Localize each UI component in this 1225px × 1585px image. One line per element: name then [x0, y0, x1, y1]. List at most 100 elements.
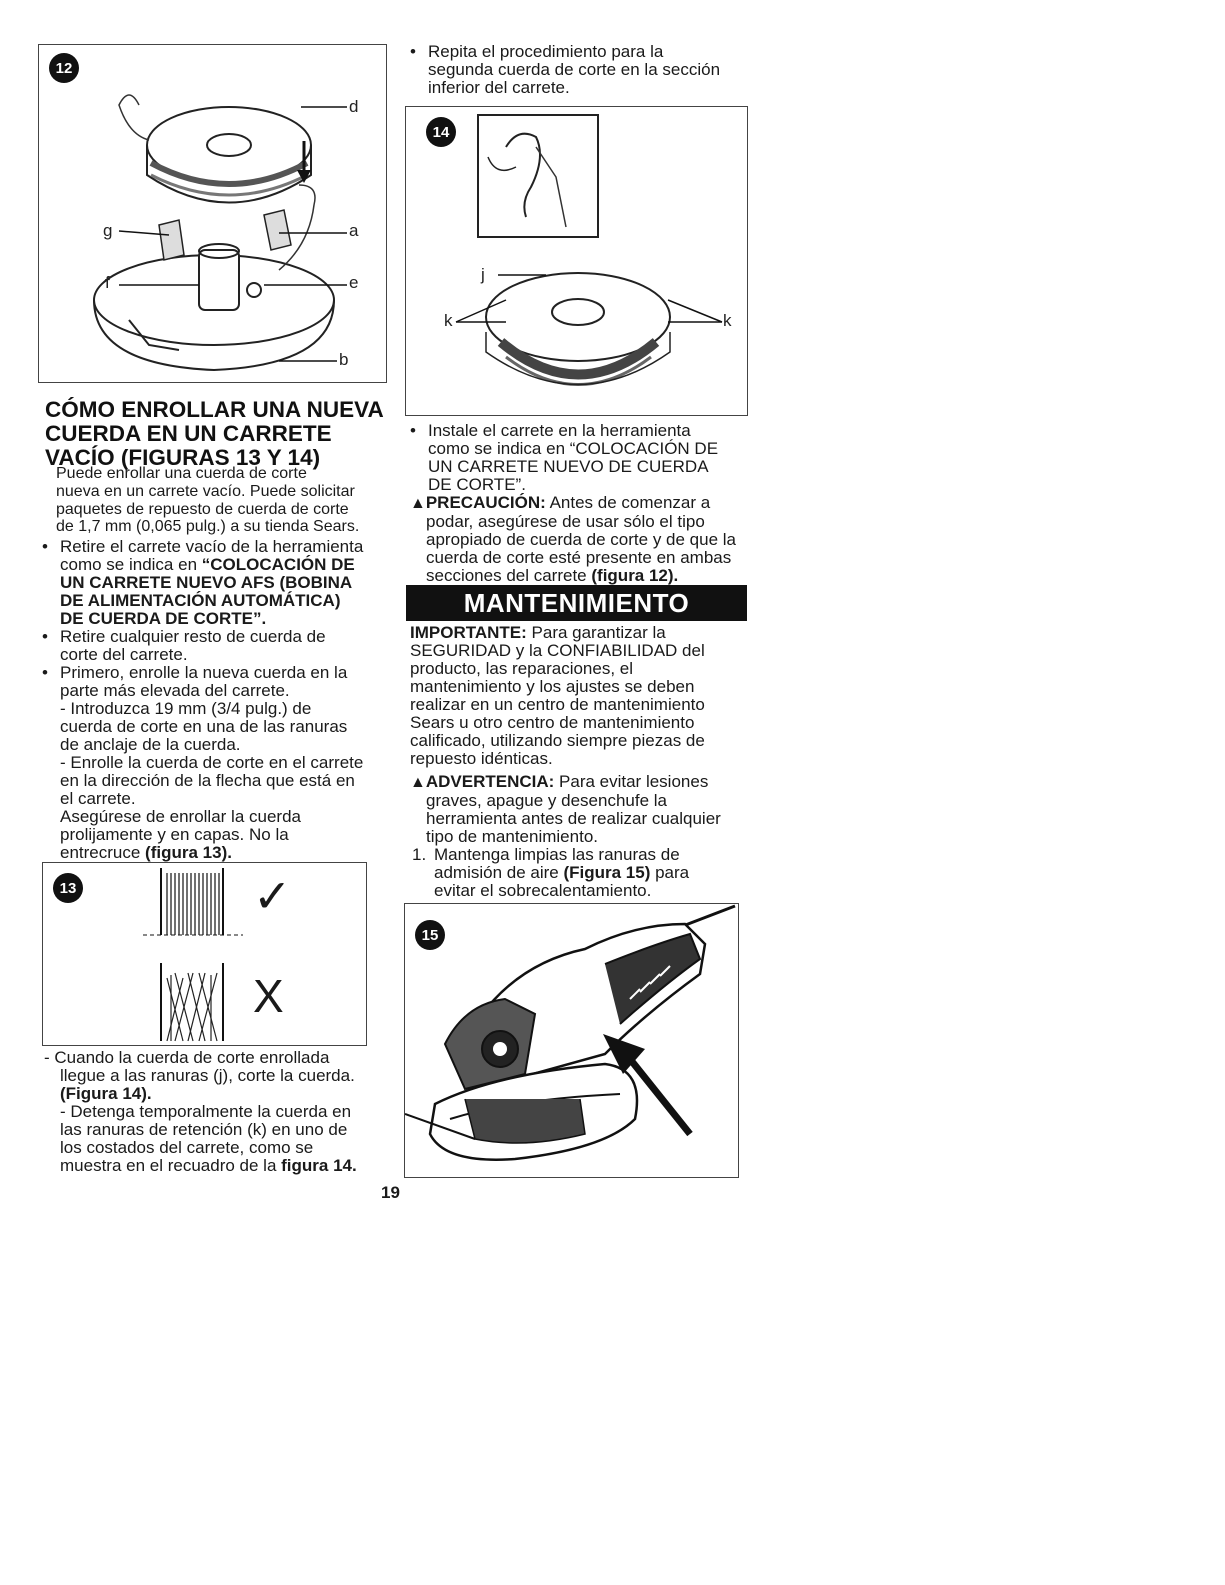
text-line: IMPORTANTE: Para garantizar la [410, 623, 666, 642]
text-line: ▲PRECAUCIÓN: Antes de comenzar a [410, 493, 711, 513]
trimmer-air-vents-illustration [405, 904, 736, 1161]
title-line: CUERDA EN UN CARRETE [45, 421, 332, 446]
text-line: inferior del carrete. [428, 78, 570, 97]
title-line: CÓMO ENROLLAR UNA NUEVA [45, 397, 384, 422]
text-line: tipo de mantenimiento. [426, 827, 598, 846]
text-line: UN CARRETE NUEVO AFS (BOBINA [60, 573, 353, 592]
figure-13: 13 ✓ X [42, 862, 367, 1046]
figure-12-badge: 12 [49, 53, 79, 83]
text-line: el carrete. [60, 789, 136, 808]
text-line: SEGURIDAD y la CONFIABILIDAD del [410, 641, 705, 660]
list-item: • Retire cualquier resto de cuerda de co… [38, 628, 388, 664]
text-line: cuerda de corte esté presente en ambas [426, 548, 732, 567]
text-line: los costados del carrete, como se [60, 1138, 314, 1157]
text-line: de 1,7 mm (0,065 pulg.) a su tienda Sear… [56, 518, 360, 536]
text-line: Sears u otro centro de mantenimiento [410, 713, 695, 732]
text-line: admisión de aire (Figura 15) para [434, 863, 690, 882]
text-line: - Introduzca 19 mm (3/4 pulg.) de [60, 699, 312, 718]
text-line: Asegúrese de enrollar la cuerda [60, 807, 301, 826]
text-line: podar, asegúrese de usar sólo el tipo [426, 512, 705, 531]
text-line: graves, apague y desenchufe la [426, 791, 668, 810]
label-e: e [349, 273, 359, 292]
step-number: 1. [412, 845, 427, 864]
section-title: CÓMO ENROLLAR UNA NUEVA CUERDA EN UN CAR… [45, 398, 395, 470]
text-line: Repita el procedimiento para la [428, 42, 664, 61]
text-line: de anclaje de la cuerda. [60, 735, 241, 754]
figure-14: 14 j k k [405, 106, 748, 416]
label-k-left: k [444, 311, 453, 330]
text-line: secciones del carrete (figura 12). [426, 566, 679, 585]
text-line: calificado, utilizando siempre piezas de [410, 731, 705, 750]
spool-winding-illustration [143, 868, 243, 1042]
text-line: UN CARRETE NUEVO DE CUERDA [428, 457, 709, 476]
label-f: f [105, 273, 110, 292]
title-line: VACÍO (FIGURAS 13 Y 14) [45, 445, 321, 470]
label-d: d [349, 97, 359, 116]
text-line: - Cuando la cuerda de corte enrollada [44, 1048, 330, 1067]
bullet-icon: • [410, 42, 416, 61]
text-line: Primero, enrolle la nueva cuerda en la [60, 663, 348, 682]
figure-15: 15 [404, 903, 739, 1178]
spool-housing-illustration [93, 94, 347, 372]
text-line: las ranuras de retención (k) en uno de [60, 1120, 348, 1139]
figure-15-badge: 15 [415, 920, 445, 950]
precaution-block: ▲PRECAUCIÓN: Antes de comenzar a podar, … [410, 494, 755, 585]
bullet-icon: • [42, 537, 48, 556]
spool-inset-illustration [455, 114, 723, 386]
text-line: - Enrolle la cuerda de corte en el carre… [60, 753, 364, 772]
list-item: • Primero, enrolle la nueva cuerda en la… [38, 664, 388, 862]
text-line: Retire el carrete vacío de la herramient… [60, 537, 364, 556]
label-b: b [339, 350, 349, 369]
text-line: DE ALIMENTACIÓN AUTOMÁTICA) [60, 591, 341, 610]
label-k-right: k [723, 311, 732, 330]
steps-list: • Retire el carrete vacío de la herramie… [38, 538, 388, 862]
text-line: DE CUERDA DE CORTE”. [60, 609, 267, 628]
text-line: en la dirección de la flecha que está en [60, 771, 355, 790]
figure-14-badge: 14 [426, 117, 456, 147]
text-line: Instale el carrete en la herramienta [428, 421, 691, 440]
text-line: prolijamente y en capas. No la [60, 825, 289, 844]
label-j: j [481, 265, 485, 284]
page-number: 19 [381, 1183, 400, 1202]
text-line: parte más elevada del carrete. [60, 681, 290, 700]
warning-block: ▲ADVERTENCIA: Para evitar lesiones grave… [410, 773, 755, 846]
bullet-icon: • [42, 663, 48, 682]
text-line: Puede enrollar una cuerda de corte [56, 465, 307, 482]
maintenance-step-1: 1.Mantenga limpias las ranuras de admisi… [412, 846, 757, 900]
important-label: IMPORTANTE: [410, 623, 527, 642]
text-line: DE CORTE”. [428, 475, 526, 494]
text-line: segunda cuerda de corte en la sección [428, 60, 721, 79]
list-item: • Instale el carrete en la herramienta c… [406, 422, 756, 494]
text-line: Retire cualquier resto de cuerda de [60, 627, 326, 646]
text-line: llegue a las ranuras (j), corte la cuerd… [60, 1066, 355, 1085]
intro-paragraph: Puede enrollar una cuerda de corte nueva… [56, 465, 396, 536]
install-spool-text: • Instale el carrete en la herramienta c… [406, 422, 756, 494]
figure-13-badge: 13 [53, 873, 83, 903]
text-line: 1.Mantenga limpias las ranuras de [412, 845, 680, 864]
precaution-label: PRECAUCIÓN: [425, 493, 546, 512]
text-line: - Detenga temporalmente la cuerda en [60, 1102, 352, 1121]
bullet-icon: • [410, 421, 416, 440]
text-line: ▲ADVERTENCIA: Para evitar lesiones [410, 772, 709, 792]
text-line: realizar en un centro de mantenimiento [410, 695, 705, 714]
text-line: evitar el sobrecalentamiento. [434, 881, 652, 900]
list-item: • Retire el carrete vacío de la herramie… [38, 538, 388, 628]
after-figure-13-text: - Cuando la cuerda de corte enrollada ll… [44, 1049, 394, 1175]
repeat-procedure-text: • Repita el procedimiento para la segund… [406, 43, 756, 97]
text-line: (Figura 14). [60, 1084, 152, 1103]
text-line: producto, las reparaciones, el [410, 659, 634, 678]
label-g: g [103, 221, 113, 240]
cross-icon: X [253, 970, 284, 1022]
bullet-icon: • [42, 627, 48, 646]
text-line: nueva en un carrete vacío. Puede solicit… [56, 482, 355, 500]
important-block: IMPORTANTE: Para garantizar la SEGURIDAD… [410, 624, 755, 768]
text-line: como se indica en “COLOCACIÓN DE [60, 555, 355, 574]
warning-triangle-icon: ▲ [410, 495, 426, 512]
warning-label: ADVERTENCIA: [425, 772, 555, 791]
text-line: apropiado de cuerda de corte y de que la [426, 530, 737, 549]
text-line: herramienta antes de realizar cualquier [426, 809, 721, 828]
text-line: como se indica en “COLOCACIÓN DE [428, 439, 719, 458]
text-line: muestra en el recuadro de la figura 14. [60, 1156, 357, 1175]
warning-triangle-icon: ▲ [410, 774, 426, 791]
text-line: cuerda de corte en una de las ranuras [60, 717, 348, 736]
